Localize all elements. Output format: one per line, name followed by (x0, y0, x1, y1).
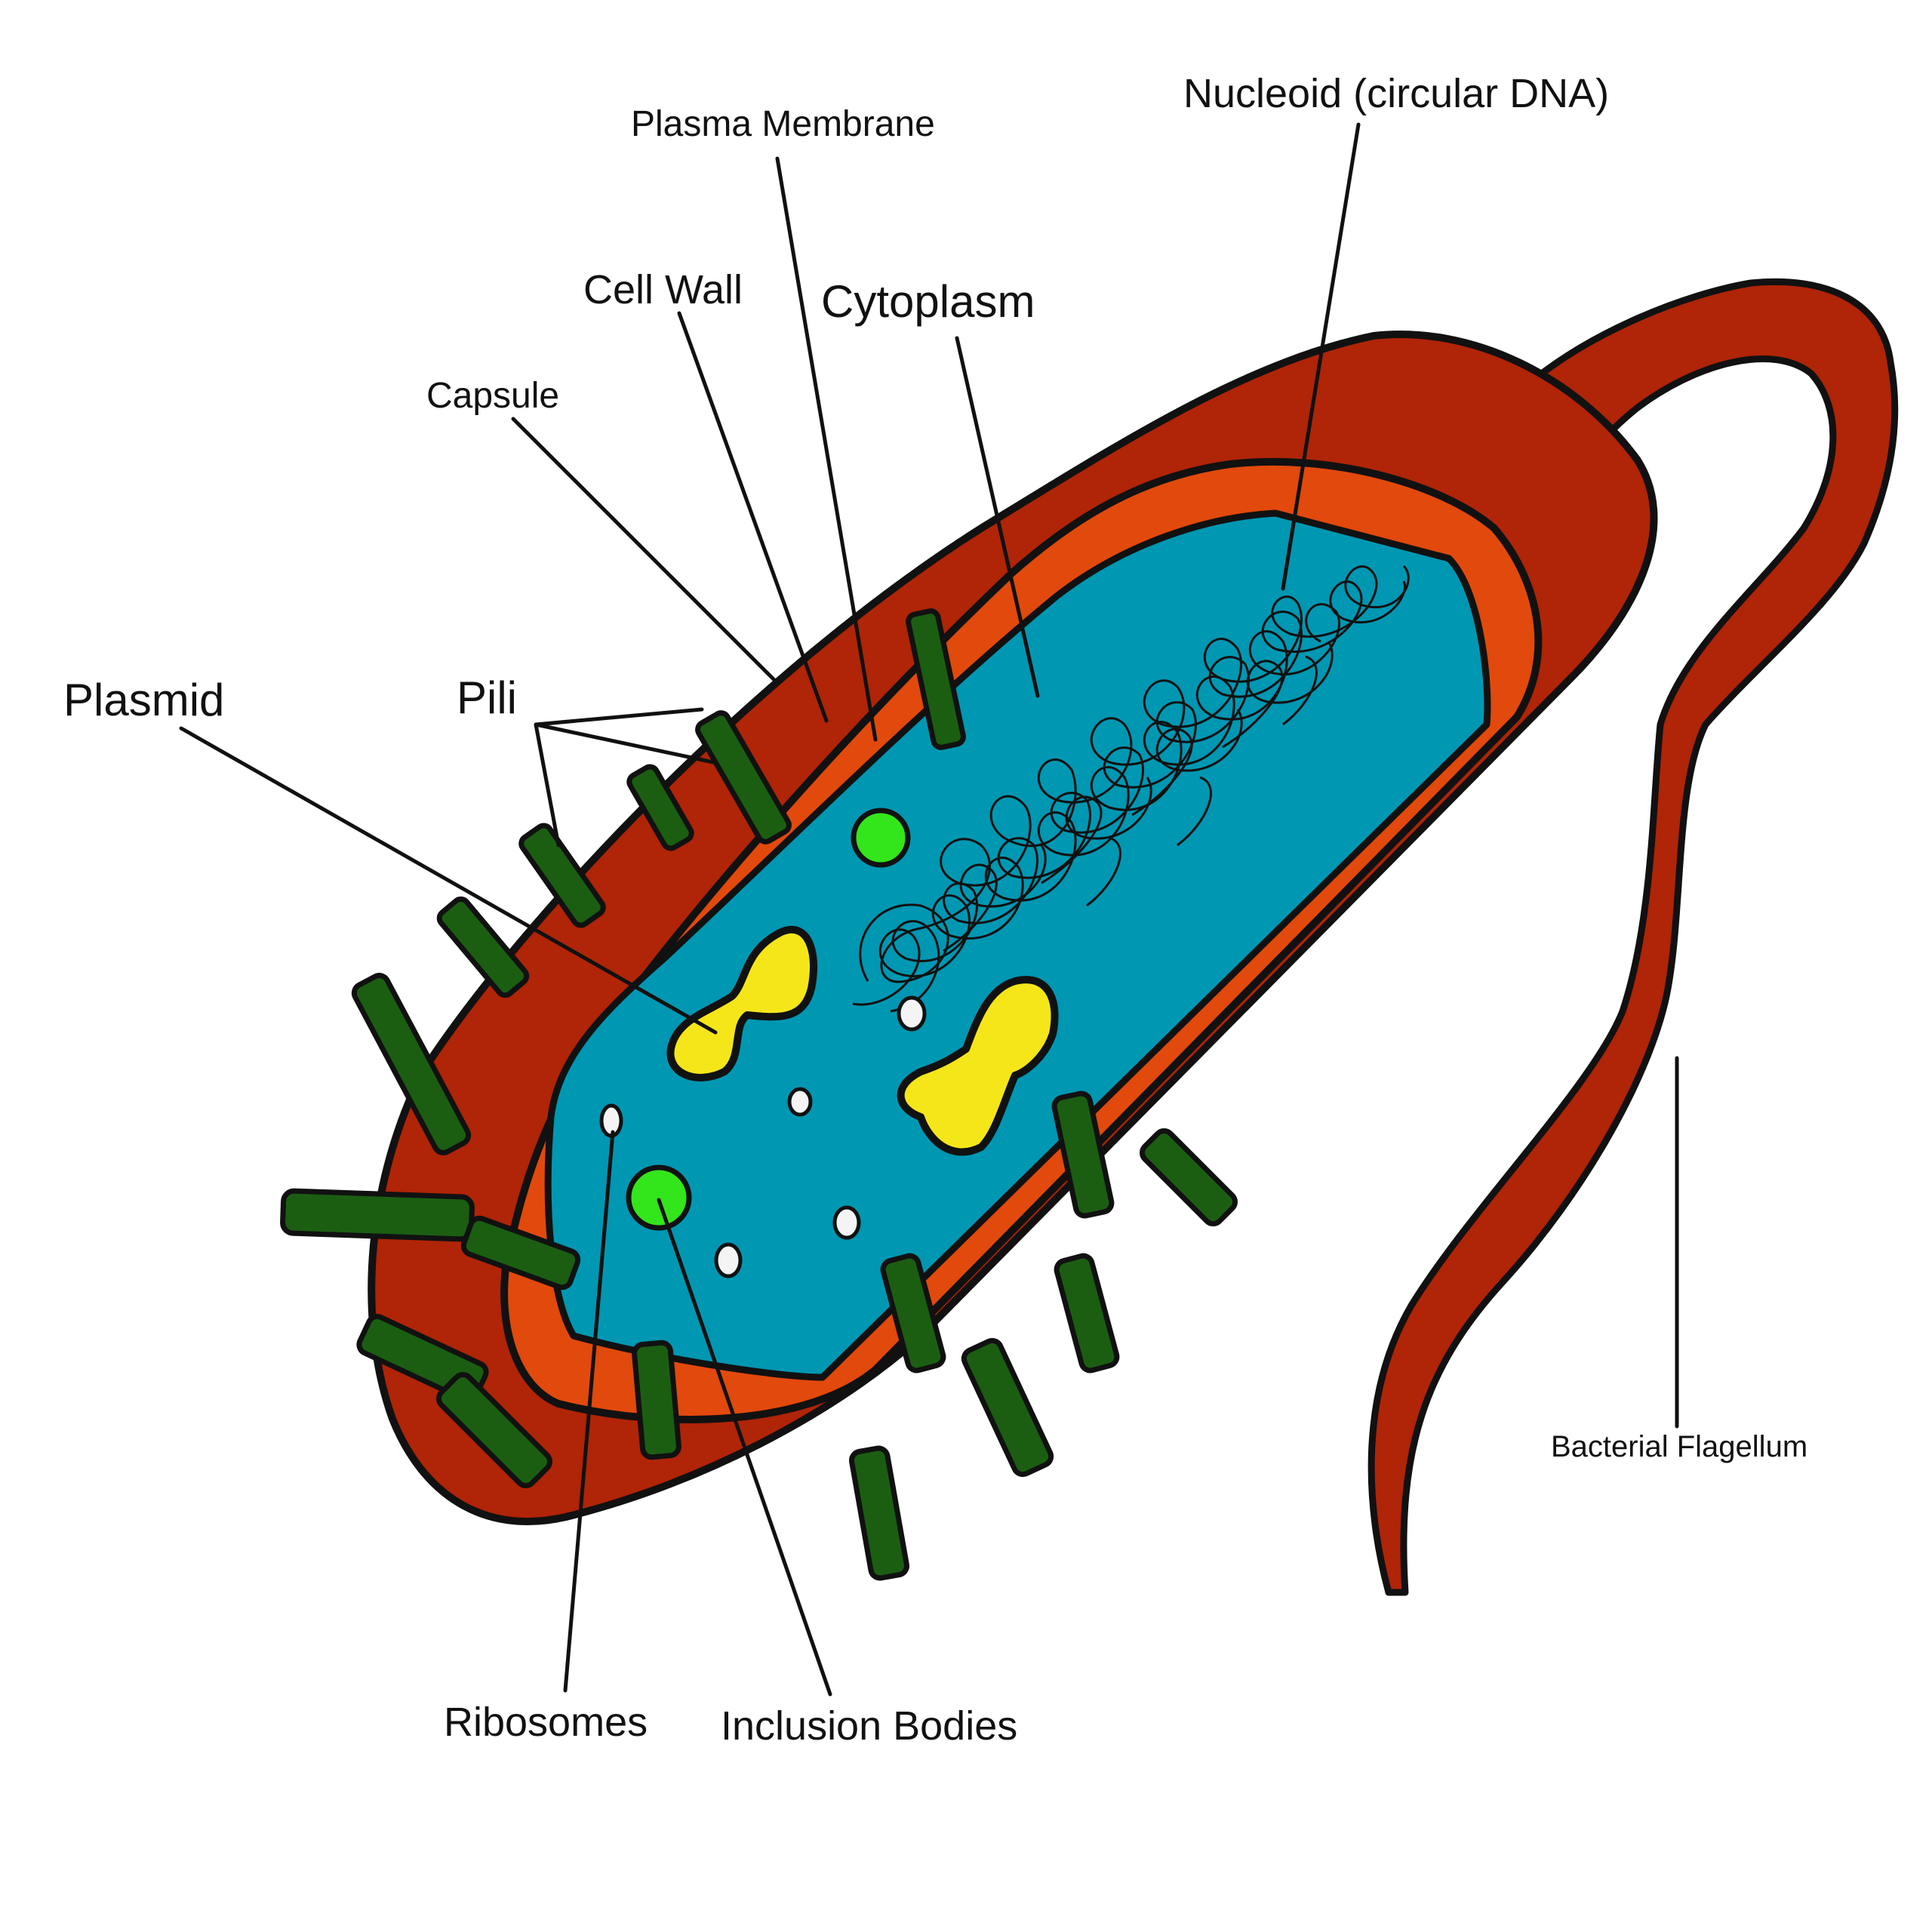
label-capsule: Capsule (426, 376, 559, 416)
pilus (632, 1340, 681, 1460)
inclusion-body (626, 1164, 692, 1231)
leader-line-cytoplasm (955, 336, 1040, 698)
pilus (961, 1337, 1054, 1478)
leader-line-capsule (511, 417, 780, 685)
label-plasmid: Plasmid (63, 675, 224, 725)
leader-line-cell-wall (677, 311, 829, 723)
label-inclusion-bodies: Inclusion Bodies (721, 1703, 1017, 1749)
leader-line-plasmid (179, 726, 718, 1035)
pilus (280, 1188, 475, 1242)
plasmid (666, 925, 817, 1081)
leader-line-ribosomes (563, 1130, 615, 1693)
leader-lines (179, 122, 1679, 1697)
inclusion-body (851, 808, 911, 868)
label-cell-wall: Cell Wall (583, 267, 743, 312)
bacterial-flagellum (1367, 278, 1899, 1596)
pilus (460, 1215, 581, 1291)
pilus (518, 823, 606, 928)
pilus (1054, 1253, 1120, 1374)
plasmid-group (666, 925, 1059, 1156)
ribosome-group (599, 995, 927, 1278)
pilus (1140, 1128, 1238, 1226)
plasmid (897, 976, 1059, 1156)
label-plasma-membrane: Plasma Membrane (631, 104, 935, 144)
pilus (436, 896, 530, 998)
ribosome (832, 1205, 861, 1240)
leader-line-plasma-membrane (775, 156, 878, 742)
label-ribosomes: Ribosomes (444, 1700, 648, 1745)
leader-line-nucleoid (1281, 122, 1361, 591)
label-bacterial-flagellum: Bacterial Flagellum (1551, 1430, 1807, 1463)
labels: Nucleoid (circular DNA) Plasma Membrane … (63, 71, 1807, 1749)
leader-line-pili (534, 707, 715, 848)
pilus (695, 710, 792, 844)
pilus (849, 1445, 909, 1581)
pili-group (280, 608, 1238, 1581)
pilus (435, 1371, 553, 1489)
pilus (626, 764, 694, 851)
nucleoid-dna (852, 565, 1410, 1013)
cytoplasm (544, 509, 1491, 1381)
ribosome (897, 995, 927, 1032)
ribosome (787, 1087, 813, 1117)
pilus (880, 1253, 946, 1374)
label-pili: Pili (457, 672, 517, 723)
pilus (906, 608, 966, 750)
pilus (351, 973, 472, 1155)
label-nucleoid: Nucleoid (circular DNA) (1183, 71, 1609, 116)
ribosome (714, 1242, 743, 1278)
pilus (1051, 1091, 1115, 1219)
leader-line-inclusion-bodies (657, 1198, 832, 1697)
label-cytoplasm: Cytoplasm (821, 276, 1035, 327)
